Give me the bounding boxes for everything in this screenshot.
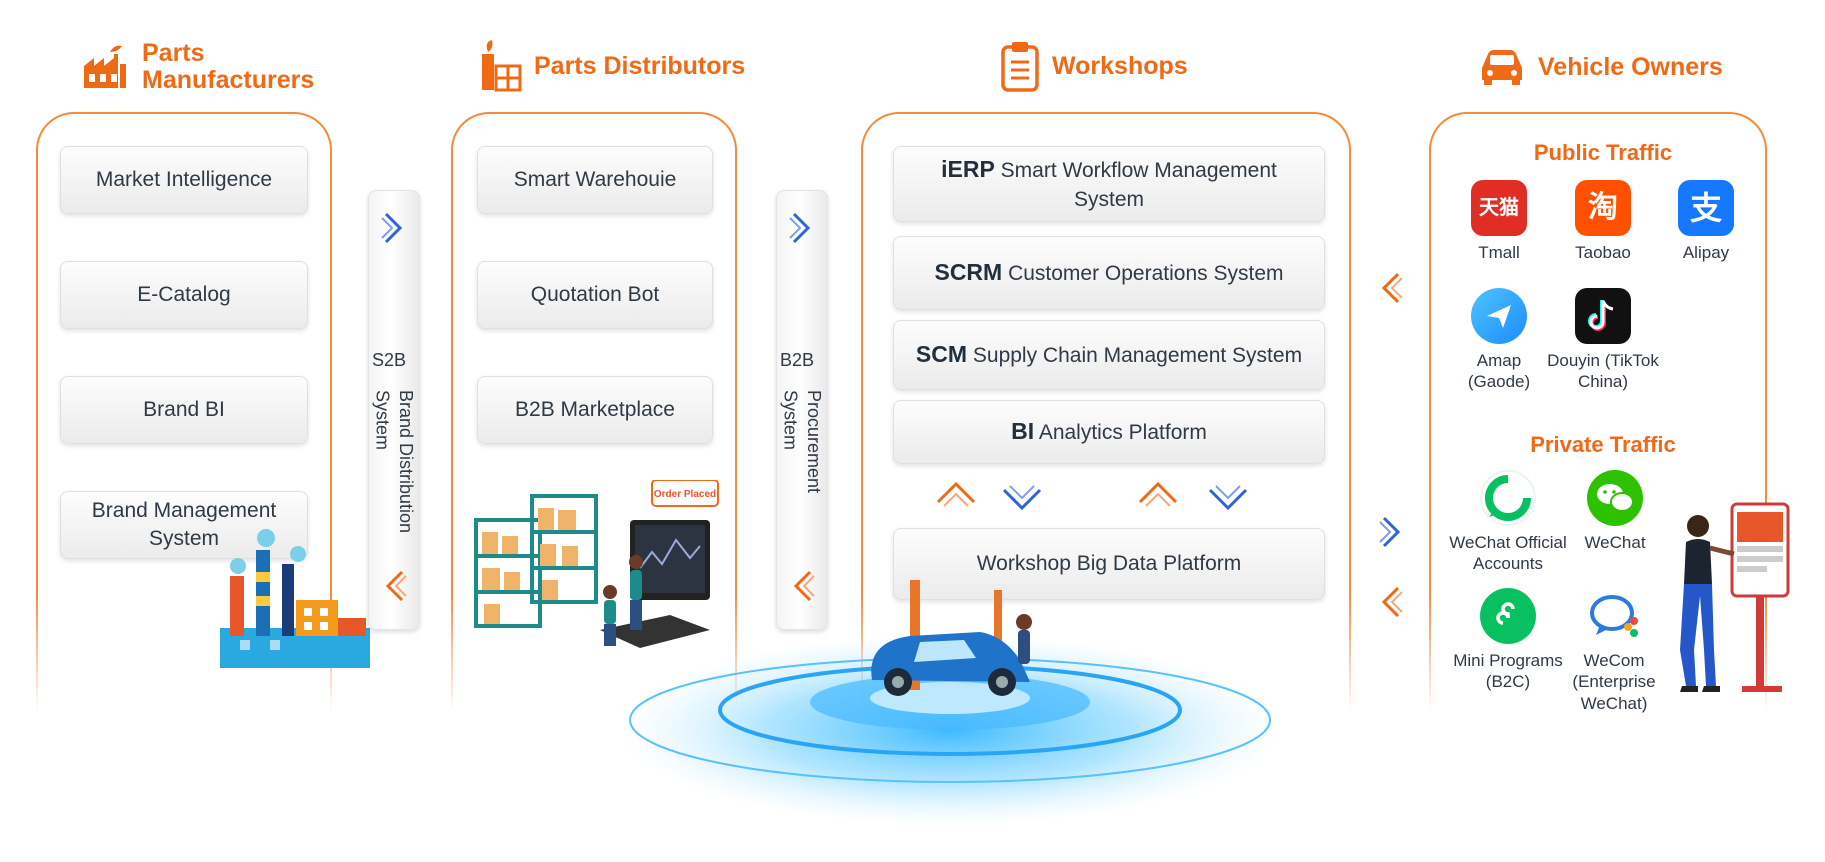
scrm-acronym: SCRM <box>934 259 1003 286</box>
wechat-icon <box>1587 470 1643 526</box>
manufacturers-title-line2: Manufacturers <box>142 66 315 94</box>
douyin-icon <box>1575 288 1631 344</box>
app-label: Tmall <box>1478 243 1520 262</box>
app-mini-programs[interactable]: Mini Programs (B2C) <box>1445 588 1571 693</box>
b2b-rail <box>776 190 828 630</box>
b2b-vertical-label: Procurement System <box>780 390 824 494</box>
e-catalog-card[interactable]: E-Catalog <box>60 261 308 329</box>
big-data-card[interactable]: Workshop Big Data Platform <box>893 528 1325 600</box>
chevron-up-icon <box>1138 481 1178 507</box>
chevron-down-icon <box>1002 485 1042 511</box>
app-wecom[interactable]: WeCom (Enterprise WeChat) <box>1558 588 1670 714</box>
bi-acronym: BI <box>1011 418 1035 445</box>
public-traffic-title: Public Traffic <box>1533 140 1673 165</box>
scrm-description: Customer Operations System <box>1008 262 1284 286</box>
factory-icon <box>84 45 126 88</box>
app-label: WeChat Official Accounts <box>1449 533 1567 574</box>
app-label: WeCom (Enterprise WeChat) <box>1572 651 1656 713</box>
chevron-up-icon <box>936 481 976 507</box>
distributors-heading: Parts Distributors <box>480 40 745 92</box>
owners-title: Vehicle Owners <box>1538 52 1723 81</box>
chevron-right-icon <box>1379 516 1401 548</box>
app-alipay[interactable]: 支 Alipay <box>1662 180 1750 263</box>
chevron-right-icon <box>789 212 811 244</box>
owners-heading: Vehicle Owners <box>1478 48 1723 86</box>
manufacturers-title-line1: Parts <box>142 39 205 67</box>
workshops-title: Workshops <box>1052 51 1188 80</box>
chevron-right-icon <box>381 212 403 244</box>
s2b-rail <box>368 190 420 630</box>
tmall-icon: 天猫 <box>1471 180 1527 236</box>
brand-management-card[interactable]: Brand Management System <box>60 491 308 559</box>
market-intelligence-card[interactable]: Market Intelligence <box>60 146 308 214</box>
app-douyin[interactable]: Douyin (TikTok China) <box>1540 288 1666 393</box>
workshops-heading: Workshops <box>1000 40 1188 92</box>
chevron-left-icon <box>1381 586 1403 618</box>
app-label: WeChat <box>1584 533 1646 552</box>
scm-card[interactable]: SCM Supply Chain Management System <box>893 320 1325 390</box>
b2b-label: B2B <box>780 350 815 370</box>
app-label: Alipay <box>1682 243 1730 262</box>
app-label: Amap (Gaode) <box>1467 351 1531 392</box>
chevron-left-icon <box>385 570 407 602</box>
ierp-description: Smart Workflow Management System <box>1000 159 1277 211</box>
chevron-left-icon <box>793 570 815 602</box>
quotation-bot-card[interactable]: Quotation Bot <box>477 261 713 329</box>
chevron-down-icon <box>1208 485 1248 511</box>
app-label: Mini Programs (B2C) <box>1453 651 1563 692</box>
bi-card[interactable]: BI Analytics Platform <box>893 400 1325 464</box>
wecom-icon <box>1586 588 1642 644</box>
manufacturers-heading: Parts Manufacturers <box>80 40 314 94</box>
ierp-acronym: iERP <box>941 156 995 183</box>
car-icon <box>1482 50 1522 85</box>
brand-bi-card[interactable]: Brand BI <box>60 376 308 444</box>
s2b-label: S2B <box>372 350 407 370</box>
b2b-marketplace-card[interactable]: B2B Marketplace <box>477 376 713 444</box>
amap-icon <box>1471 288 1527 344</box>
app-wechat[interactable]: WeChat <box>1570 470 1660 553</box>
taobao-icon: 淘 <box>1575 180 1631 236</box>
scrm-card[interactable]: SCRM Customer Operations System <box>893 236 1325 310</box>
alipay-icon: 支 <box>1678 180 1734 236</box>
clipboard-icon <box>1001 42 1039 92</box>
order-placed-tag: Order Placed <box>654 489 716 500</box>
smart-warehouse-card[interactable]: Smart Warehouie <box>477 146 713 214</box>
app-label: Douyin (TikTok China) <box>1547 351 1659 392</box>
app-amap[interactable]: Amap (Gaode) <box>1445 288 1553 393</box>
distributors-title: Parts Distributors <box>534 51 746 80</box>
kiosk-person-illustration <box>1680 502 1790 692</box>
ierp-card[interactable]: iERP Smart Workflow Management System <box>893 146 1325 222</box>
scm-acronym: SCM <box>915 341 968 368</box>
scm-description: Supply Chain Management System <box>972 344 1303 368</box>
warehouse-building-icon <box>482 40 522 92</box>
private-traffic-title: Private Traffic <box>1530 432 1676 457</box>
bi-description: Analytics Platform <box>1038 421 1207 445</box>
warehouse-illustration: Order Placed <box>474 480 719 648</box>
mini-programs-icon <box>1480 588 1536 644</box>
app-label: Taobao <box>1575 243 1631 262</box>
platform-illustration <box>620 580 1280 825</box>
factory-illustration <box>220 529 370 668</box>
wechat-official-icon <box>1480 470 1536 526</box>
app-taobao[interactable]: 淘 Taobao <box>1558 180 1648 263</box>
chevron-left-icon <box>1381 272 1403 304</box>
app-wechat-official[interactable]: WeChat Official Accounts <box>1445 470 1571 575</box>
s2b-vertical-label: Brand Distribution System <box>372 390 416 534</box>
app-tmall[interactable]: 天猫 Tmall <box>1455 180 1543 263</box>
